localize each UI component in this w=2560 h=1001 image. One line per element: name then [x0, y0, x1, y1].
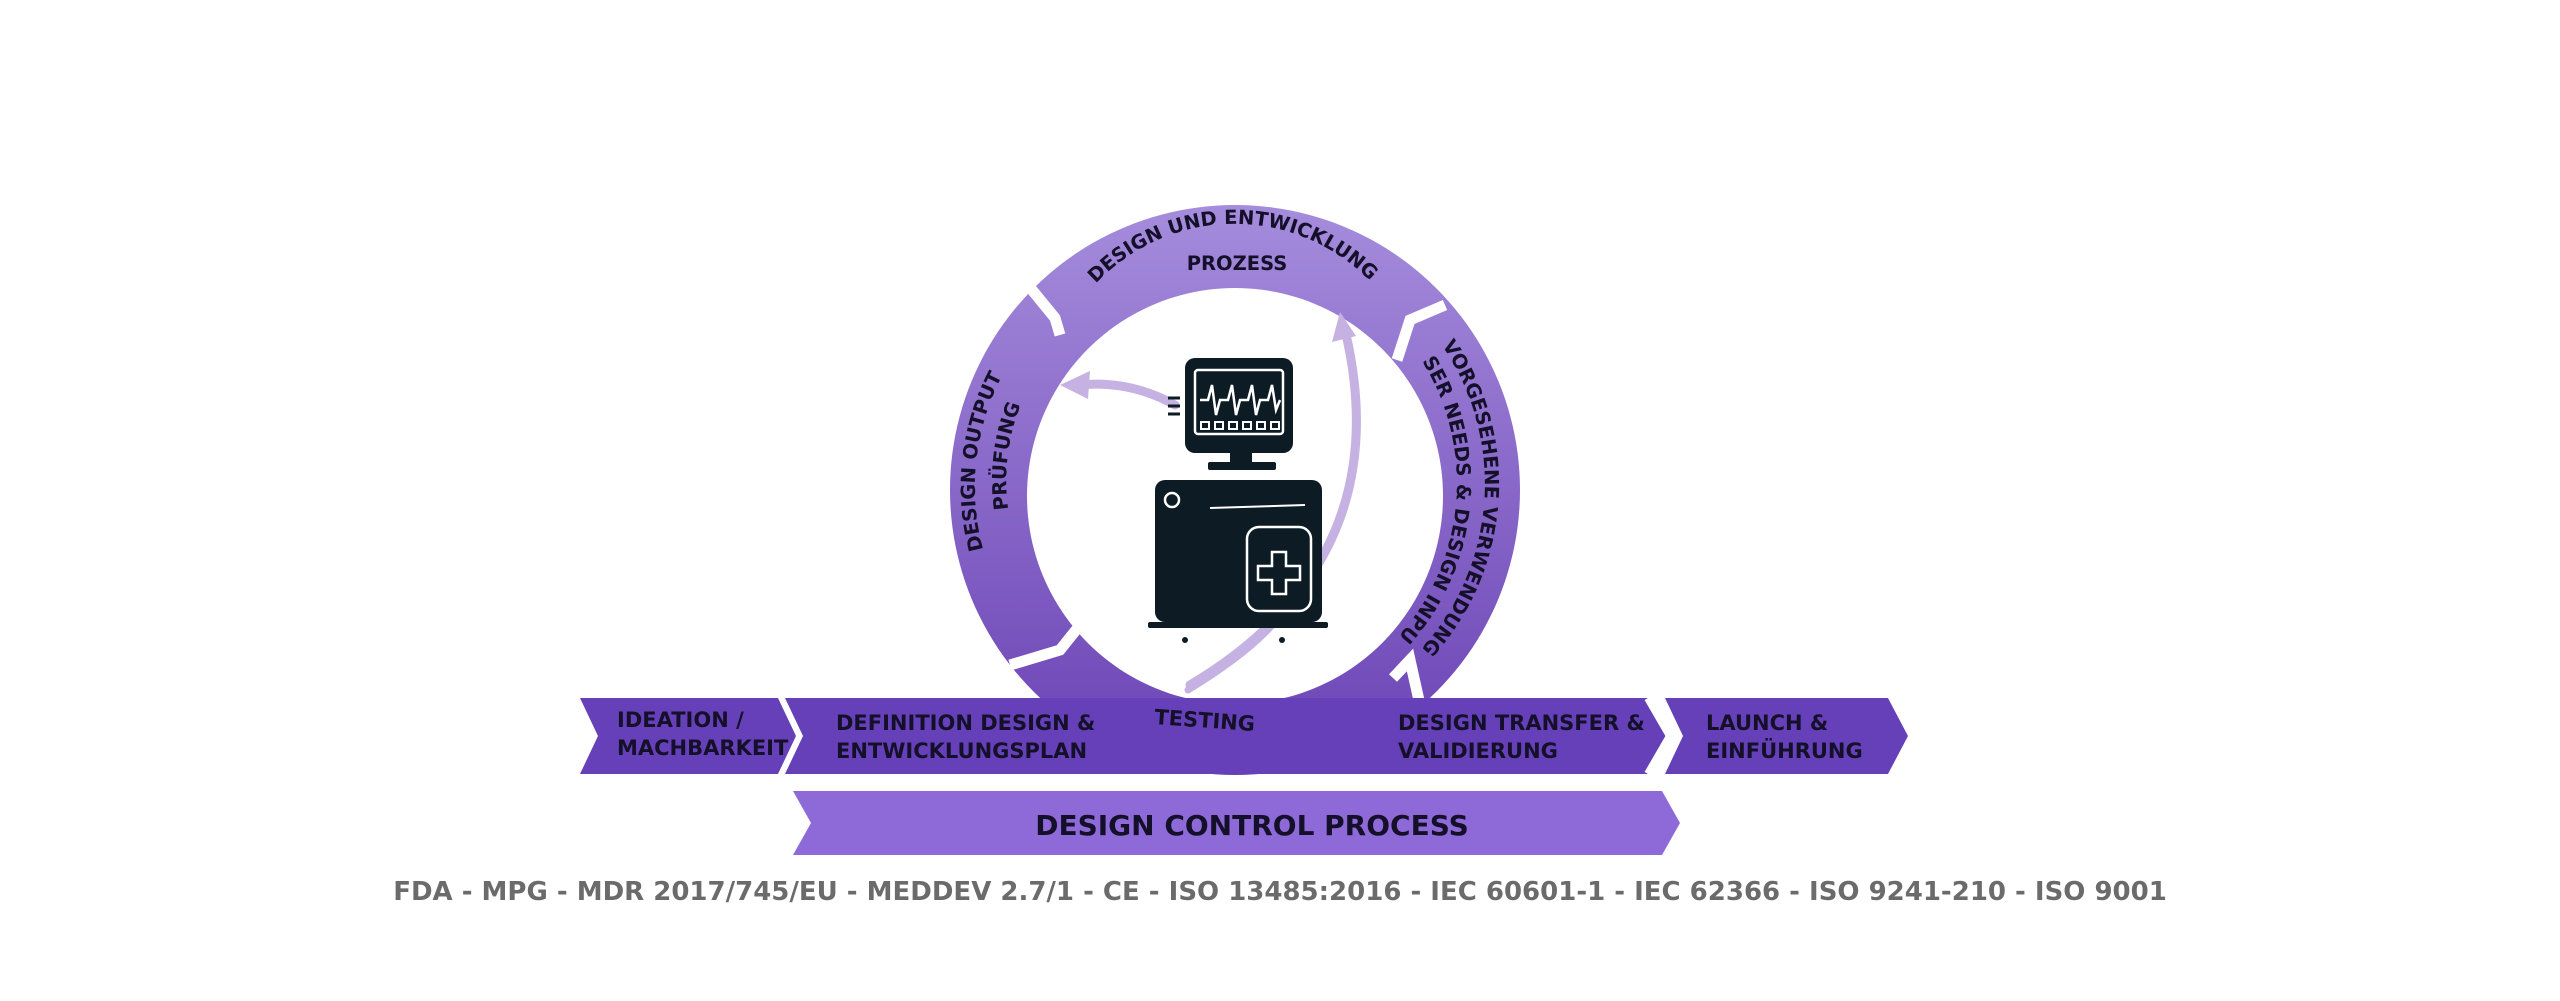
stage-ideation: [580, 698, 796, 774]
stage-ideation-label-2: MACHBARKEIT: [617, 736, 789, 760]
stage-ideation-label-1: IDEATION /: [617, 708, 744, 732]
cabinet-door: [1245, 525, 1313, 613]
arrow-testing-up-head: [1332, 312, 1356, 342]
medical-cross-icon: [1256, 550, 1302, 596]
process-bar-label: DESIGN CONTROL PROCESS: [1035, 809, 1469, 842]
stage-launch: [1665, 698, 1908, 774]
cabinet-top-line: [1209, 504, 1306, 509]
stage-separator: [1644, 695, 1675, 777]
monitor-buttons: [1200, 421, 1280, 430]
stage-definition-label-2: ENTWICKLUNGSPLAN: [836, 739, 1087, 763]
medical-device-icon: [1148, 358, 1328, 643]
cycle-ring: [949, 205, 1520, 775]
stage-launch-label-2: EINFÜHRUNG: [1706, 738, 1863, 763]
stage-launch-label-1: LAUNCH &: [1706, 711, 1828, 735]
ring-label-top-2: PROZESS: [1187, 252, 1288, 275]
arrow-to-output: [1075, 379, 1180, 410]
cabinet-knob: [1163, 491, 1181, 509]
stage-transfer-label-1: DESIGN TRANSFER &: [1398, 711, 1645, 735]
monitor-screen: [1193, 368, 1285, 436]
cabinet-base: [1148, 622, 1328, 628]
monitor-stand: [1208, 462, 1276, 470]
ring-separators: [1008, 281, 1448, 707]
cabinet-body: [1155, 480, 1322, 622]
arrow-to-output-head: [1060, 371, 1090, 399]
monitor-neck: [1230, 453, 1252, 463]
wheel-left: [1182, 637, 1188, 643]
stage-transfer-label-2: VALIDIERUNG: [1398, 739, 1558, 763]
process-bar: [793, 791, 1680, 855]
wheel-right: [1279, 637, 1285, 643]
standards-text: FDA - MPG - MDR 2017/745/EU - MEDDEV 2.7…: [393, 877, 2167, 907]
stage-definition: [785, 698, 1670, 774]
heartbeat-line: [1200, 384, 1282, 416]
monitor-side-marks: [1168, 396, 1180, 416]
stage-definition-label-1: DEFINITION DESIGN &: [836, 711, 1095, 735]
stage-row: [580, 698, 1908, 774]
